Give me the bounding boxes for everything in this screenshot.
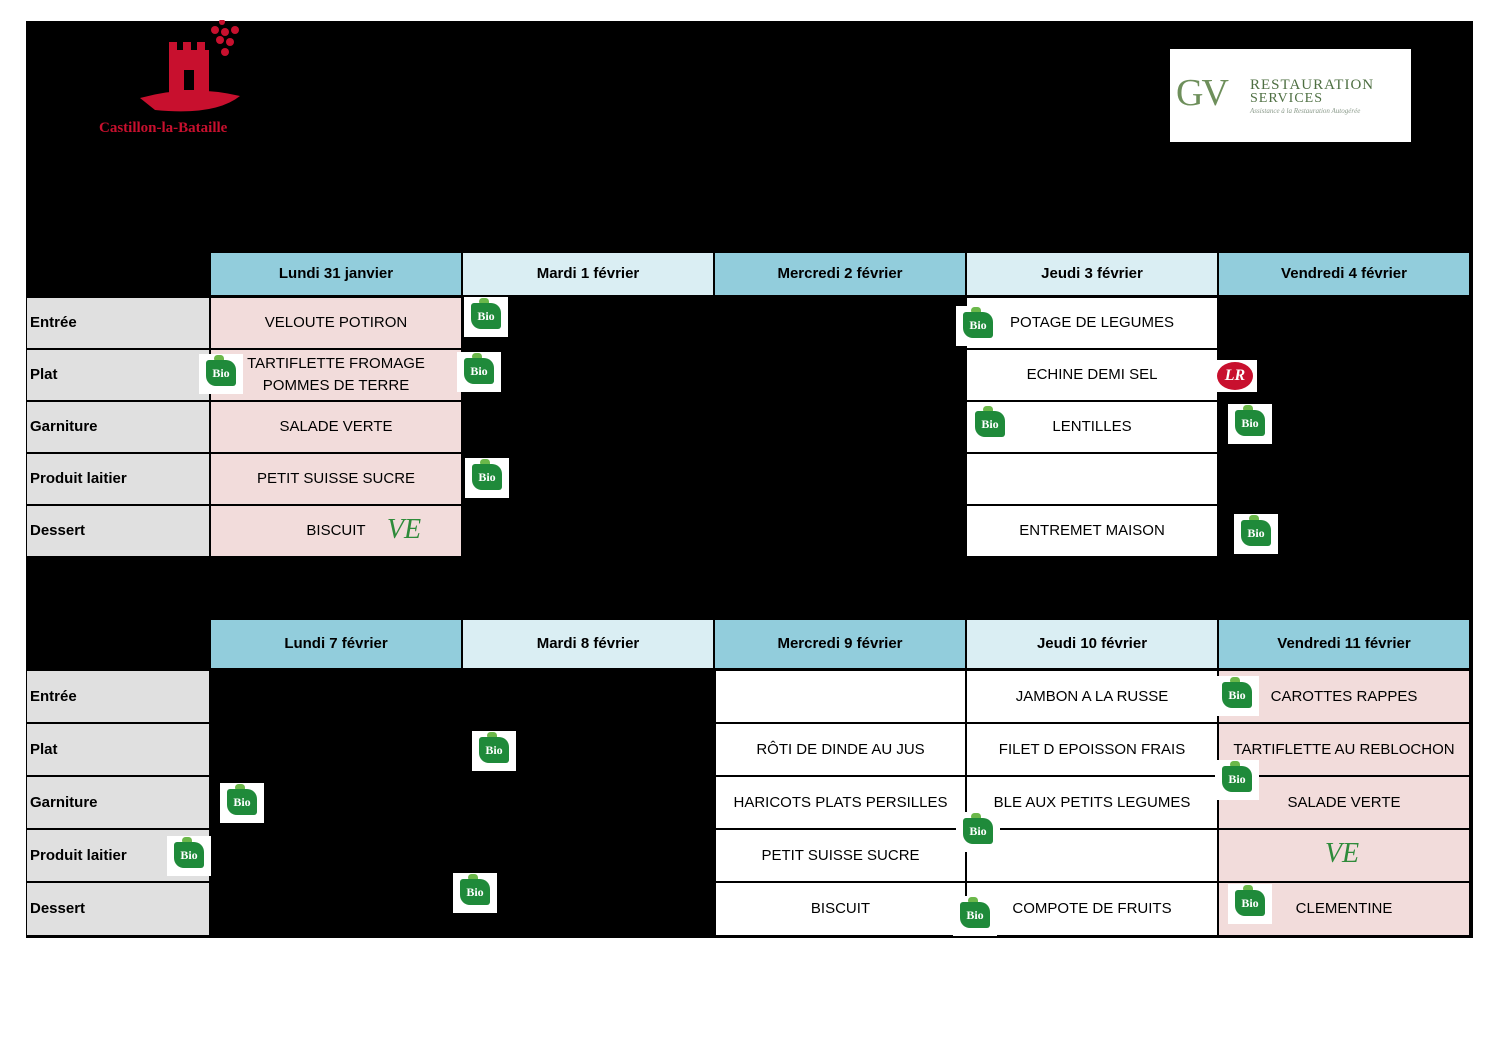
bio-badge-icon: Bio — [953, 896, 997, 936]
menu-cell: COMPOTE DE FRUITS — [967, 883, 1217, 935]
bio-badge-icon: Bio — [465, 458, 509, 498]
castillon-logo: Castillon-la-Bataille — [95, 19, 305, 140]
week1-row-label: Dessert — [27, 506, 209, 556]
menu-cell — [967, 830, 1217, 881]
town-name: Castillon-la-Bataille — [99, 120, 228, 136]
castle-icon — [140, 19, 240, 112]
bio-badge-icon: Bio — [167, 836, 211, 876]
week2-header-thursday: Jeudi 10 février — [967, 620, 1217, 668]
menu-cell — [1219, 830, 1469, 881]
menu-cell: FILET D EPOISSON FRAIS — [967, 724, 1217, 775]
menu-cell: VELOUTE POTIRON — [211, 298, 461, 348]
bio-badge-icon: Bio — [1228, 884, 1272, 924]
menu-cell: SALADE VERTE — [211, 402, 461, 452]
menu-cell: RÔTI DE DINDE AU JUS — [716, 724, 965, 775]
menu-cell: HARICOTS PLATS PERSILLES — [716, 777, 965, 828]
bio-badge-icon: Bio — [453, 873, 497, 913]
vegetarian-icon: VE — [386, 514, 422, 545]
label-rouge-icon: LR — [1213, 360, 1257, 392]
week2-header-wednesday: Mercredi 9 février — [715, 620, 965, 668]
week2-header-monday: Lundi 7 février — [211, 620, 461, 668]
menu-cell: BISCUIT — [716, 883, 965, 935]
menu-cell: BISCUIT — [211, 506, 461, 556]
bio-badge-icon: Bio — [1215, 676, 1259, 716]
week1-header-wednesday: Mercredi 2 février — [715, 253, 965, 295]
bio-badge-icon: Bio — [464, 297, 508, 337]
bio-badge-icon: Bio — [1215, 760, 1259, 800]
menu-cell: TARTIFLETTE AU REBLOCHON — [1219, 724, 1469, 775]
bio-badge-icon: Bio — [956, 306, 1000, 346]
week1-header-thursday: Jeudi 3 février — [967, 253, 1217, 295]
week1-row-label: Produit laitier — [27, 454, 209, 504]
bio-badge-icon: Bio — [1234, 514, 1278, 554]
week1-row-label: Entrée — [27, 298, 209, 348]
vegetarian-icon: VE — [1324, 838, 1360, 869]
menu-cell: PETIT SUISSE SUCRE — [716, 830, 965, 881]
week2-header-friday: Vendredi 11 février — [1219, 620, 1469, 668]
week1-header-friday: Vendredi 4 février — [1219, 253, 1469, 295]
menu-cell: POTAGE DE LEGUMES — [967, 298, 1217, 348]
menu-cell: PETIT SUISSE SUCRE — [211, 454, 461, 504]
week1-row-label: Plat — [27, 350, 209, 400]
menu-cell: CAROTTES RAPPES — [1219, 671, 1469, 722]
bio-badge-icon: Bio — [1228, 404, 1272, 444]
bio-badge-icon: Bio — [220, 783, 264, 823]
gv-tagline: Assistance à la Restauration Autogérée — [1250, 107, 1361, 115]
gv-restauration-logo: GV RESTAURATION SERVICES Assistance à la… — [1170, 49, 1411, 142]
bio-badge-icon: Bio — [199, 354, 243, 394]
menu-cell: TARTIFLETTE FROMAGE POMMES DE TERRE — [211, 350, 461, 400]
menu-cell — [967, 454, 1217, 504]
gv-mark: GV — [1176, 72, 1229, 114]
gv-line2: SERVICES — [1250, 91, 1324, 106]
gv-line1: RESTAURATION — [1250, 77, 1375, 93]
bio-badge-icon: Bio — [956, 812, 1000, 852]
week1-header-monday: Lundi 31 janvier — [211, 253, 461, 295]
bio-badge-icon: Bio — [472, 731, 516, 771]
week2-row-label: Garniture — [27, 777, 209, 828]
menu-cell: ENTREMET MAISON — [967, 506, 1217, 556]
menu-cell: ECHINE DEMI SEL — [967, 350, 1217, 400]
week1-header-tuesday: Mardi 1 février — [463, 253, 713, 295]
menu-cell: BLE AUX PETITS LEGUMES — [967, 777, 1217, 828]
week2-row-label: Entrée — [27, 671, 209, 722]
week2-header-tuesday: Mardi 8 février — [463, 620, 713, 668]
menu-cell: JAMBON A LA RUSSE — [967, 671, 1217, 722]
bio-badge-icon: Bio — [457, 352, 501, 392]
bio-badge-icon: Bio — [968, 405, 1012, 445]
week2-row-label: Dessert — [27, 883, 209, 935]
week1-row-label: Garniture — [27, 402, 209, 452]
week2-row-label: Plat — [27, 724, 209, 775]
menu-cell: SALADE VERTE — [1219, 777, 1469, 828]
menu-cell — [716, 671, 965, 722]
